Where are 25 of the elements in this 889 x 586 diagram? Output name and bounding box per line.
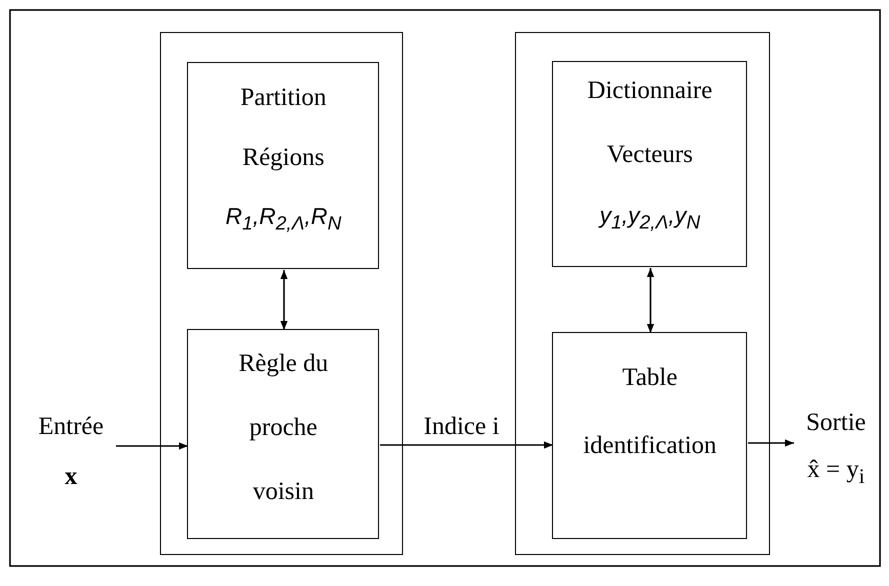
arrow	[646, 268, 654, 333]
box-text: identification	[582, 431, 718, 462]
box-text: Dictionnaire	[586, 76, 714, 106]
box-text: Règle du proche voisin	[238, 349, 330, 508]
box-text: Entrée	[37, 412, 105, 442]
box-text: x̂ = y$_{i}$	[806, 455, 866, 490]
box-text: Partition	[239, 83, 328, 114]
box-text: Vecteurs	[606, 140, 694, 170]
math-expression: y$_{1}$,y$_{2,Λ}$,y$_{N}$	[597, 201, 702, 236]
arrow	[380, 441, 553, 449]
math-expression: R$_{1}$,R$_{2,Λ}$,R$_{N}$	[224, 202, 342, 237]
arrow	[748, 439, 794, 447]
box-text: Régions	[241, 143, 326, 174]
process-box	[552, 61, 748, 268]
process-box	[552, 332, 748, 540]
process-box	[187, 329, 380, 540]
box-text: Table	[621, 363, 678, 394]
edge-label: Indice i	[422, 412, 500, 442]
box-text: Sortie	[805, 408, 867, 438]
box-text: x	[64, 462, 78, 492]
process-box	[187, 62, 380, 270]
group-box	[515, 32, 770, 555]
group-box	[160, 32, 403, 555]
arrow	[116, 442, 188, 450]
arrow	[280, 270, 288, 330]
